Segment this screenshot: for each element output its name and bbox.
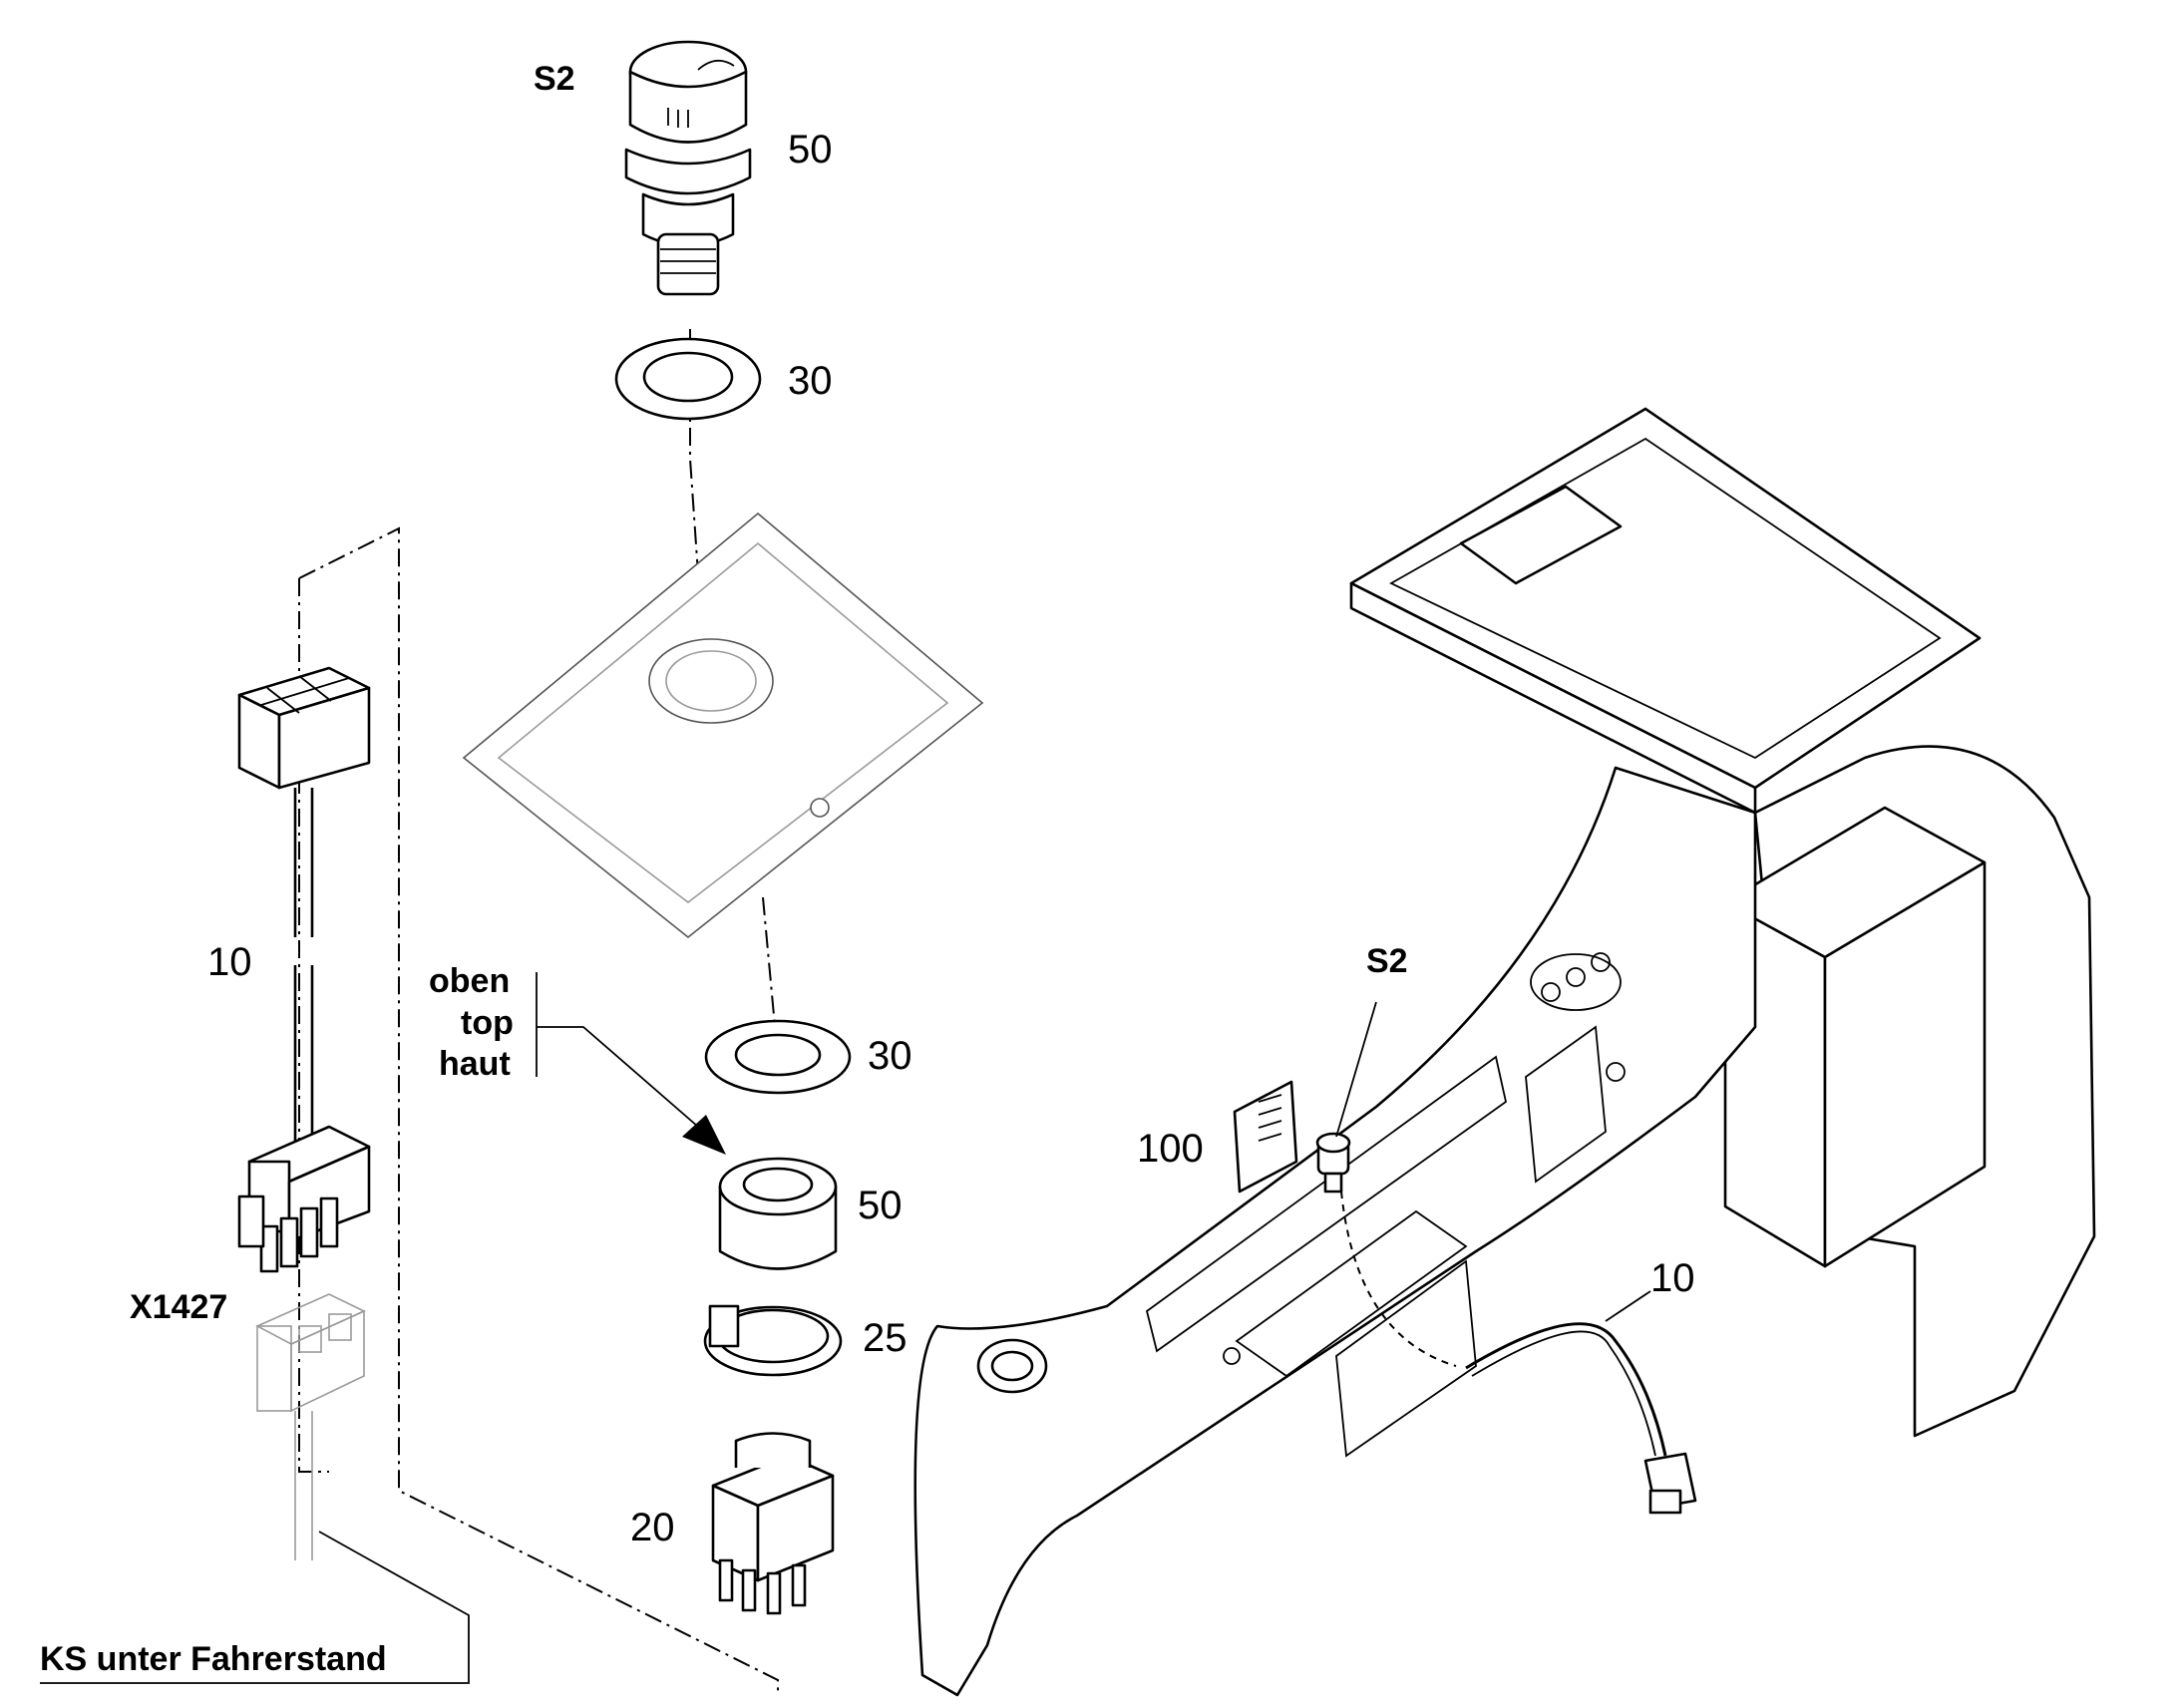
cable-assembly-10 (40, 526, 779, 1695)
label-part-100: 100 (1137, 1127, 1204, 1171)
label-part-20: 20 (630, 1506, 675, 1549)
switch-s2-exploded (462, 40, 984, 1615)
label-s2-right: S2 (1366, 942, 1408, 980)
label-part-30-top: 30 (788, 359, 833, 403)
label-part-10-left: 10 (207, 940, 252, 984)
label-orient-haut: haut (439, 1045, 511, 1083)
label-s2-top: S2 (534, 60, 575, 98)
label-part-25: 25 (863, 1316, 908, 1360)
label-connector-x1427: X1427 (130, 1288, 227, 1326)
label-part-30-mid: 30 (868, 1034, 912, 1078)
label-part-50-top: 50 (788, 128, 833, 171)
labels: S2 50 30 10 oben top haut 30 50 X1427 25… (40, 60, 1695, 1678)
label-orient-oben: oben (429, 962, 510, 1000)
label-part-10-right: 10 (1650, 1256, 1695, 1300)
label-part-50-mid: 50 (858, 1184, 903, 1227)
label-orient-top: top (461, 1004, 514, 1042)
console-assembly (913, 407, 2096, 1697)
label-ks-note: KS unter Fahrerstand (40, 1640, 387, 1678)
